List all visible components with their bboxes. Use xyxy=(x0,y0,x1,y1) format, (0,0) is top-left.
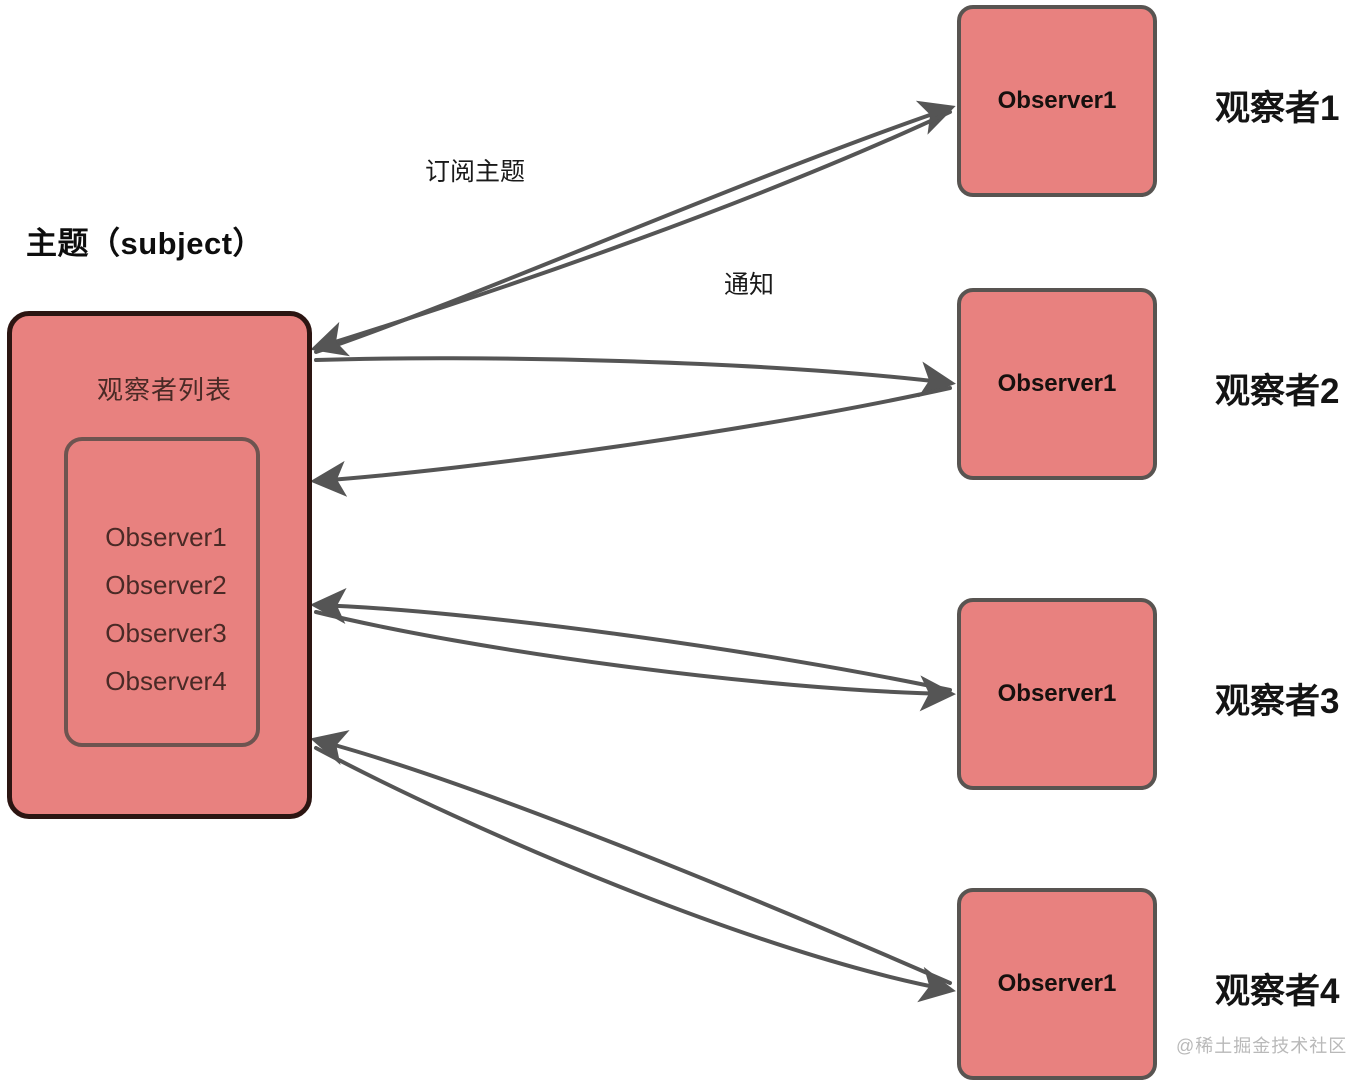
subject-box[interactable]: 观察者列表 Observer1 Observer2 Observer3 Obse… xyxy=(7,311,312,819)
edge-observer3-to-subject xyxy=(310,587,952,692)
edge-subject-to-observer2 xyxy=(314,356,956,398)
edge-observer2-to-subject xyxy=(310,386,952,497)
edge-subject-to-observer1 xyxy=(314,100,956,354)
edge-observer4-to-subject xyxy=(310,730,952,985)
edge-subject-to-observer3 xyxy=(314,610,956,712)
observer-box-label: Observer1 xyxy=(997,87,1117,114)
observer-caption-3: 观察者3 xyxy=(1215,682,1340,721)
observer-box-label: Observer1 xyxy=(997,680,1117,707)
observer-box-label: Observer1 xyxy=(997,970,1117,997)
observer-list-caption: 观察者列表 xyxy=(96,375,232,405)
observer-box-1[interactable]: Observer1 xyxy=(957,5,1157,197)
observer-list-container: Observer1 Observer2 Observer3 Observer4 xyxy=(64,437,260,747)
observer-caption-1: 观察者1 xyxy=(1215,89,1340,128)
observer-list: Observer1 Observer2 Observer3 Observer4 xyxy=(68,513,264,705)
watermark: @稀土掘金技术社区 xyxy=(1176,1036,1348,1056)
observer-box-2[interactable]: Observer1 xyxy=(957,288,1157,480)
list-item: Observer3 xyxy=(105,618,227,648)
edge-subject-to-observer4 xyxy=(314,746,956,1003)
page-title: 主题（subject） xyxy=(26,226,265,261)
observer-box-3[interactable]: Observer1 xyxy=(957,598,1157,790)
observer-box-label: Observer1 xyxy=(997,370,1117,397)
edge-observer1-to-subject xyxy=(310,110,952,357)
list-item: Observer4 xyxy=(105,666,227,696)
edge-label-notify: 通知 xyxy=(724,271,775,299)
list-item: Observer2 xyxy=(105,570,227,600)
observer-caption-4: 观察者4 xyxy=(1215,972,1340,1011)
edge-label-subscribe: 订阅主题 xyxy=(425,158,526,186)
list-item: Observer1 xyxy=(105,522,227,552)
observer-box-4[interactable]: Observer1 xyxy=(957,888,1157,1080)
observer-caption-2: 观察者2 xyxy=(1215,372,1340,411)
